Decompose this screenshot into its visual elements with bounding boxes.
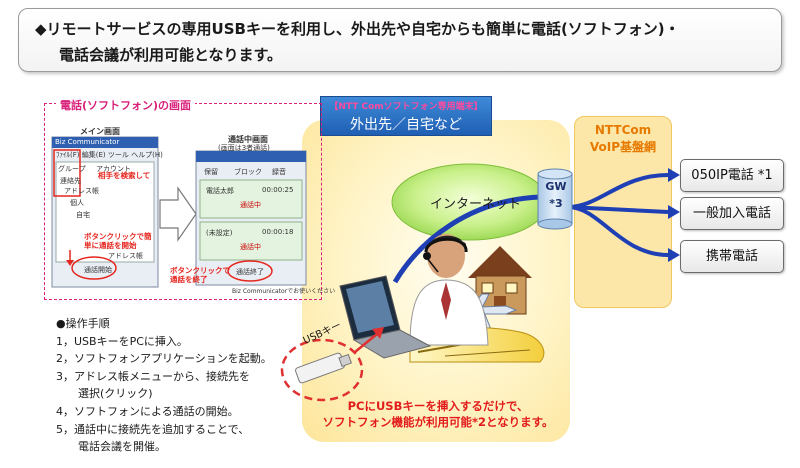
ntt-label-1: NTTCom	[594, 123, 652, 137]
hangup-button[interactable]: 通話終了	[236, 268, 264, 276]
person-icon	[409, 234, 489, 346]
step-item: 5，通話中に接続先を追加することで、	[56, 422, 250, 436]
location-tag-main: 外出先／自宅など	[350, 117, 462, 133]
arrowhead-050	[668, 168, 680, 182]
call-tab-record[interactable]: 録音	[272, 168, 286, 176]
tab-group[interactable]: グループ	[58, 165, 86, 173]
laptop-icon	[339, 275, 432, 359]
caller-status: 通話中	[240, 201, 261, 209]
caller-time: 00:00:18	[262, 228, 294, 236]
destination-mobile: 携帯電話	[680, 240, 784, 273]
call-screen-label: 通話中画面	[228, 135, 268, 144]
header-line-1: ◆リモートサービスの専用USBキーを利用し、外出先や自宅からも簡単に電話(ソフト…	[35, 20, 680, 38]
destination-arrows	[567, 173, 669, 257]
menu-item[interactable]: ﾌｧｲﾙ(F)	[56, 151, 80, 159]
usb-benefit-line-1: PCにUSBキーを挿入するだけで、	[347, 399, 529, 413]
click-callout: ボタンクリックで簡単に通話を開始	[84, 232, 152, 250]
call-screen-sublabel: (画面は3者通話)	[218, 144, 270, 152]
step-item: 4，ソフトフォンによる通話の開始。	[56, 404, 239, 418]
step-item: 3，アドレス帳メニューから、接続先を	[56, 369, 250, 383]
address-book-button[interactable]: アドレス帳	[108, 252, 143, 260]
arrow-to-landline	[567, 205, 669, 214]
tree-item[interactable]: アドレス帳	[64, 187, 99, 195]
arrow-to-mobile	[567, 205, 669, 257]
search-callout: 相手を検索して	[98, 171, 151, 180]
header-callout: ◆リモートサービスの専用USBキーを利用し、外出先や自宅からも簡単に電話(ソフト…	[18, 8, 782, 72]
step-item: 1，USBキーをPCに挿入。	[56, 334, 188, 348]
location-tag-top: 【NTT Comソフトフォン専用端末】	[329, 102, 483, 112]
destination-landline: 一般加入電話	[680, 197, 784, 230]
ntt-label-2: VoIP基盤網	[589, 140, 657, 154]
tab-account[interactable]: アカウント	[96, 165, 131, 173]
gw-note: *3	[549, 197, 563, 210]
main-screen-label: メイン画面	[80, 127, 120, 136]
hangup-callout: ボタンクリックで通話を終了	[170, 266, 230, 284]
caller-name: 電話太郎	[206, 187, 234, 195]
usb-key-icon	[295, 352, 353, 384]
arrowhead-mobile	[668, 248, 680, 262]
step-item: 選択(クリック)	[56, 387, 153, 401]
tree-item[interactable]: 個人	[70, 199, 84, 207]
footer-text: Biz Communicatorでお使いください	[232, 288, 336, 295]
usb-benefit-text: PCにUSBキーを挿入するだけで、 ソフトフォン機能が利用可能*2となります。	[312, 398, 564, 430]
call-start-button[interactable]: 通話開始	[84, 266, 112, 274]
usb-benefit-line-2: ソフトフォン機能が利用可能*2となります。	[322, 415, 554, 429]
screen-transition-arrow	[159, 186, 197, 242]
destination-050: 050IP電話 *1	[680, 159, 784, 192]
header-line-2: 電話会議が利用可能となります。	[59, 46, 283, 64]
step-item: 電話会議を開催。	[56, 440, 166, 454]
arrow-to-050	[567, 173, 669, 209]
step-item: 2，ソフトフォンアプリケーションを起動。	[56, 352, 272, 366]
operation-steps: ●操作手順 1，USBキーをPCに挿入。 2，ソフトフォンアプリケーションを起動…	[56, 315, 272, 456]
gw-label: GW	[545, 180, 567, 193]
tree-item[interactable]: 自宅	[76, 211, 90, 219]
call-tab-hold[interactable]: 保留	[204, 168, 218, 176]
softphone-section-label: 電話(ソフトフォン)の画面	[56, 97, 196, 113]
menu-item[interactable]: ヘルプ(H)	[131, 151, 163, 159]
caller-time: 00:00:25	[262, 186, 294, 194]
caller-status: 通話中	[240, 243, 261, 251]
caller-name: (未設定)	[206, 229, 233, 237]
steps-title: ●操作手順	[56, 317, 110, 330]
arrow-laptop-to-internet	[392, 194, 541, 284]
app-title: Biz Communicator	[55, 138, 120, 146]
menu-item[interactable]: 編集(E)	[81, 151, 106, 159]
location-tag: 【NTT Comソフトフォン専用端末】 外出先／自宅など	[320, 96, 492, 136]
gw-cylinder	[537, 168, 573, 230]
call-tab-block[interactable]: ブロック	[234, 168, 262, 176]
internet-label: インターネット	[430, 197, 522, 212]
menu-item[interactable]: ツール	[107, 151, 129, 159]
menu-bar: ﾌｧｲﾙ(F) 編集(E) ツール ヘルプ(H)	[56, 150, 163, 160]
usb-highlight-circle	[280, 338, 364, 402]
tree-item[interactable]: 連絡先	[60, 177, 81, 185]
arrowhead-landline	[668, 205, 680, 219]
